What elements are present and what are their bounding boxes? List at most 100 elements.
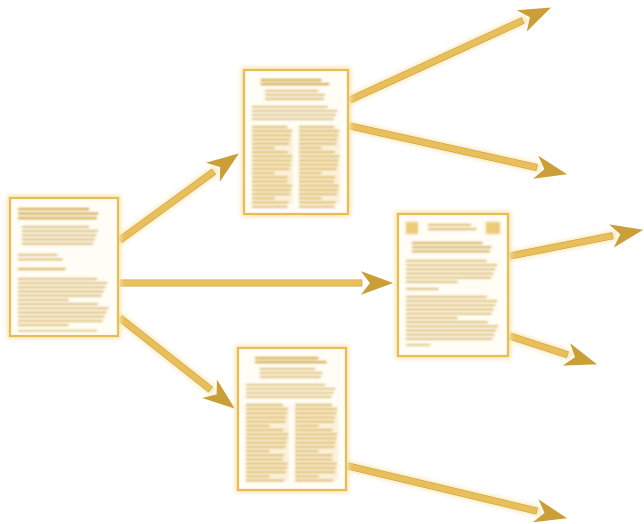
text-line (412, 250, 490, 253)
arrow-bottom-to-outside-lower (343, 461, 568, 523)
text-line (22, 238, 95, 241)
column-left (246, 406, 289, 480)
text-line (252, 205, 288, 208)
arrow-top-to-outside-upper (345, 7, 552, 105)
text-line (18, 208, 90, 211)
text-line (299, 126, 335, 128)
text-line (259, 372, 323, 374)
text-line (406, 333, 495, 336)
text-line (18, 258, 63, 261)
column-right (299, 128, 340, 204)
arrow-source-to-top (115, 153, 239, 245)
text-line (259, 368, 316, 370)
text-line (406, 321, 488, 323)
document-middle (395, 211, 511, 359)
arrow-middle-to-outside-lower (505, 331, 598, 366)
text-line (18, 299, 69, 301)
arrow-shaft (117, 315, 213, 393)
text-line (18, 320, 103, 322)
text-line (18, 217, 97, 220)
text-line (246, 388, 336, 390)
text-line (22, 234, 97, 237)
arrow-head-icon (202, 379, 235, 409)
text-line (265, 98, 324, 100)
text-line (406, 312, 492, 315)
page-content (246, 357, 338, 482)
text-line (252, 106, 328, 108)
documents-layer (7, 67, 511, 493)
text-line (18, 311, 107, 314)
text-line (22, 226, 90, 228)
text-line (18, 286, 106, 289)
text-line (252, 118, 334, 120)
arrow-shaft (348, 17, 525, 104)
text-line (18, 268, 66, 270)
text-line (259, 376, 321, 378)
letterhead-logo-icon (406, 222, 418, 234)
text-line (295, 404, 332, 406)
text-line (428, 224, 471, 226)
text-line (18, 307, 109, 310)
arrow-source-to-bottom (115, 313, 235, 409)
arrow-head-icon (205, 153, 239, 182)
arrow-shaft (346, 462, 538, 515)
text-line (260, 79, 322, 82)
arrow-shaft (508, 332, 569, 359)
text-line (406, 325, 499, 328)
document-top (241, 67, 351, 217)
text-line (22, 242, 94, 245)
text-line (18, 294, 102, 297)
text-line (255, 361, 327, 364)
arrow-source-to-middle (115, 271, 394, 295)
text-line (295, 479, 334, 482)
text-line (252, 114, 336, 116)
text-line (406, 272, 494, 275)
arrow-shaft (509, 232, 614, 260)
text-line (18, 315, 105, 318)
text-line (406, 276, 492, 279)
text-line (406, 317, 458, 319)
text-line (406, 308, 494, 311)
text-line (252, 110, 338, 112)
letterhead-seal-icon (486, 222, 500, 234)
text-line (18, 254, 58, 256)
text-line (406, 288, 439, 290)
text-line (18, 278, 98, 280)
arrow-head-icon (360, 271, 394, 295)
text-line (18, 303, 99, 305)
arrow-shaft (119, 279, 363, 287)
text-line (265, 90, 319, 92)
text-line (406, 281, 458, 283)
arrow-head-icon (562, 343, 598, 366)
text-line (22, 230, 98, 232)
column-left (252, 128, 293, 204)
arrow-shaft (348, 122, 538, 171)
text-line (18, 324, 69, 326)
text-line (406, 338, 493, 340)
arrow-head-icon (516, 7, 552, 32)
text-line (18, 330, 98, 332)
text-line (265, 94, 325, 96)
text-line (412, 246, 492, 249)
text-line (406, 304, 496, 307)
text-line (255, 357, 319, 360)
text-line (406, 344, 431, 346)
arrow-middle-to-outside-upper (505, 224, 644, 261)
column-right (295, 406, 338, 480)
text-line (412, 242, 483, 244)
document-bottom (235, 345, 349, 493)
document-source (7, 195, 121, 339)
text-line (406, 329, 497, 332)
text-line (406, 264, 498, 266)
text-line (260, 83, 330, 86)
arrows-layer (115, 7, 644, 523)
document-icon (396, 212, 510, 358)
text-line (428, 228, 477, 230)
text-line (406, 268, 496, 271)
arrow-top-to-outside-lower (345, 121, 568, 179)
page-content (406, 222, 500, 346)
arrow-head-icon (533, 155, 568, 179)
text-line (299, 205, 335, 208)
